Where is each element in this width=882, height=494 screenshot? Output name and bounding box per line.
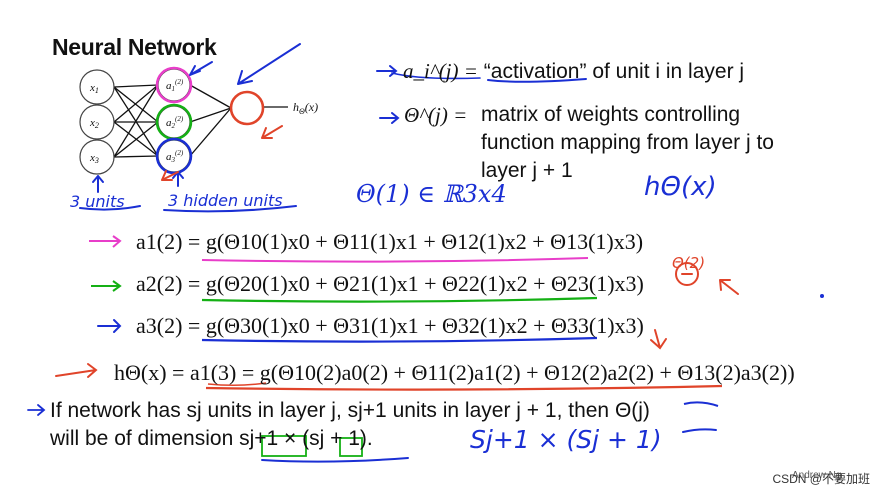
watermark: CSDN @不要加班 [772, 472, 870, 486]
handwritten-theta-dim: Θ(1) ∈ ℝ3x4 [356, 180, 507, 208]
definition-theta-line1: matrix of weights controlling [481, 103, 741, 126]
handwritten-theta2: Θ(2) [672, 254, 706, 272]
svg-text:x2: x2 [89, 117, 99, 130]
definition-activation-symbol: a_i^(j) = [403, 59, 478, 83]
hidden-node-1 [155, 66, 193, 104]
handwritten-dim-expr: Sj+1 × (Sj + 1) [470, 425, 662, 454]
definition-theta-line2: function mapping from layer j to [481, 131, 774, 154]
handwritten-input-units: 3 units [70, 192, 125, 211]
dimension-note-line1: If network has sj units in layer j, sj+1… [50, 399, 650, 422]
dimension-note-line2: will be of dimension sj+1 × (sj + 1). [50, 427, 373, 450]
input-node-2 [79, 104, 115, 140]
handwritten-hidden-units: 3 hidden units [168, 191, 283, 210]
input-node-3 [79, 139, 115, 175]
equation-a3: a3(2) = g(Θ30(1)x0 + Θ31(1)x1 + Θ32(1)x2… [136, 313, 644, 338]
input-node-1 [79, 69, 115, 105]
definition-theta: Θ^(j) = [404, 102, 467, 129]
svg-text:hΘ(x): hΘ(x) [293, 100, 318, 116]
handwritten-h-theta: hΘ(x) [644, 172, 717, 202]
equation-a1: a1(2) = g(Θ10(1)x0 + Θ11(1)x1 + Θ12(1)x2… [136, 229, 644, 254]
author-credit: Andrew Ng [792, 470, 842, 481]
definition-activation-text: “activation” of unit i in layer j [483, 60, 745, 83]
output-node [229, 90, 265, 126]
input-hidden-edges [113, 84, 288, 158]
definition-activation: a_i^(j) = “activation” of unit i in laye… [403, 58, 744, 85]
definition-theta-symbol: Θ^(j) = [404, 103, 468, 127]
equation-output: hΘ(x) = a1(3) = g(Θ10(2)a0(2) + Θ11(2)a1… [114, 360, 795, 385]
equation-a2: a2(2) = g(Θ20(1)x0 + Θ21(1)x1 + Θ22(1)x2… [136, 271, 644, 296]
svg-text:x3: x3 [89, 152, 99, 165]
definition-theta-line3: layer j + 1 [481, 159, 573, 182]
svg-text:x1: x1 [89, 82, 99, 95]
slide-title: Neural Network [52, 34, 217, 60]
